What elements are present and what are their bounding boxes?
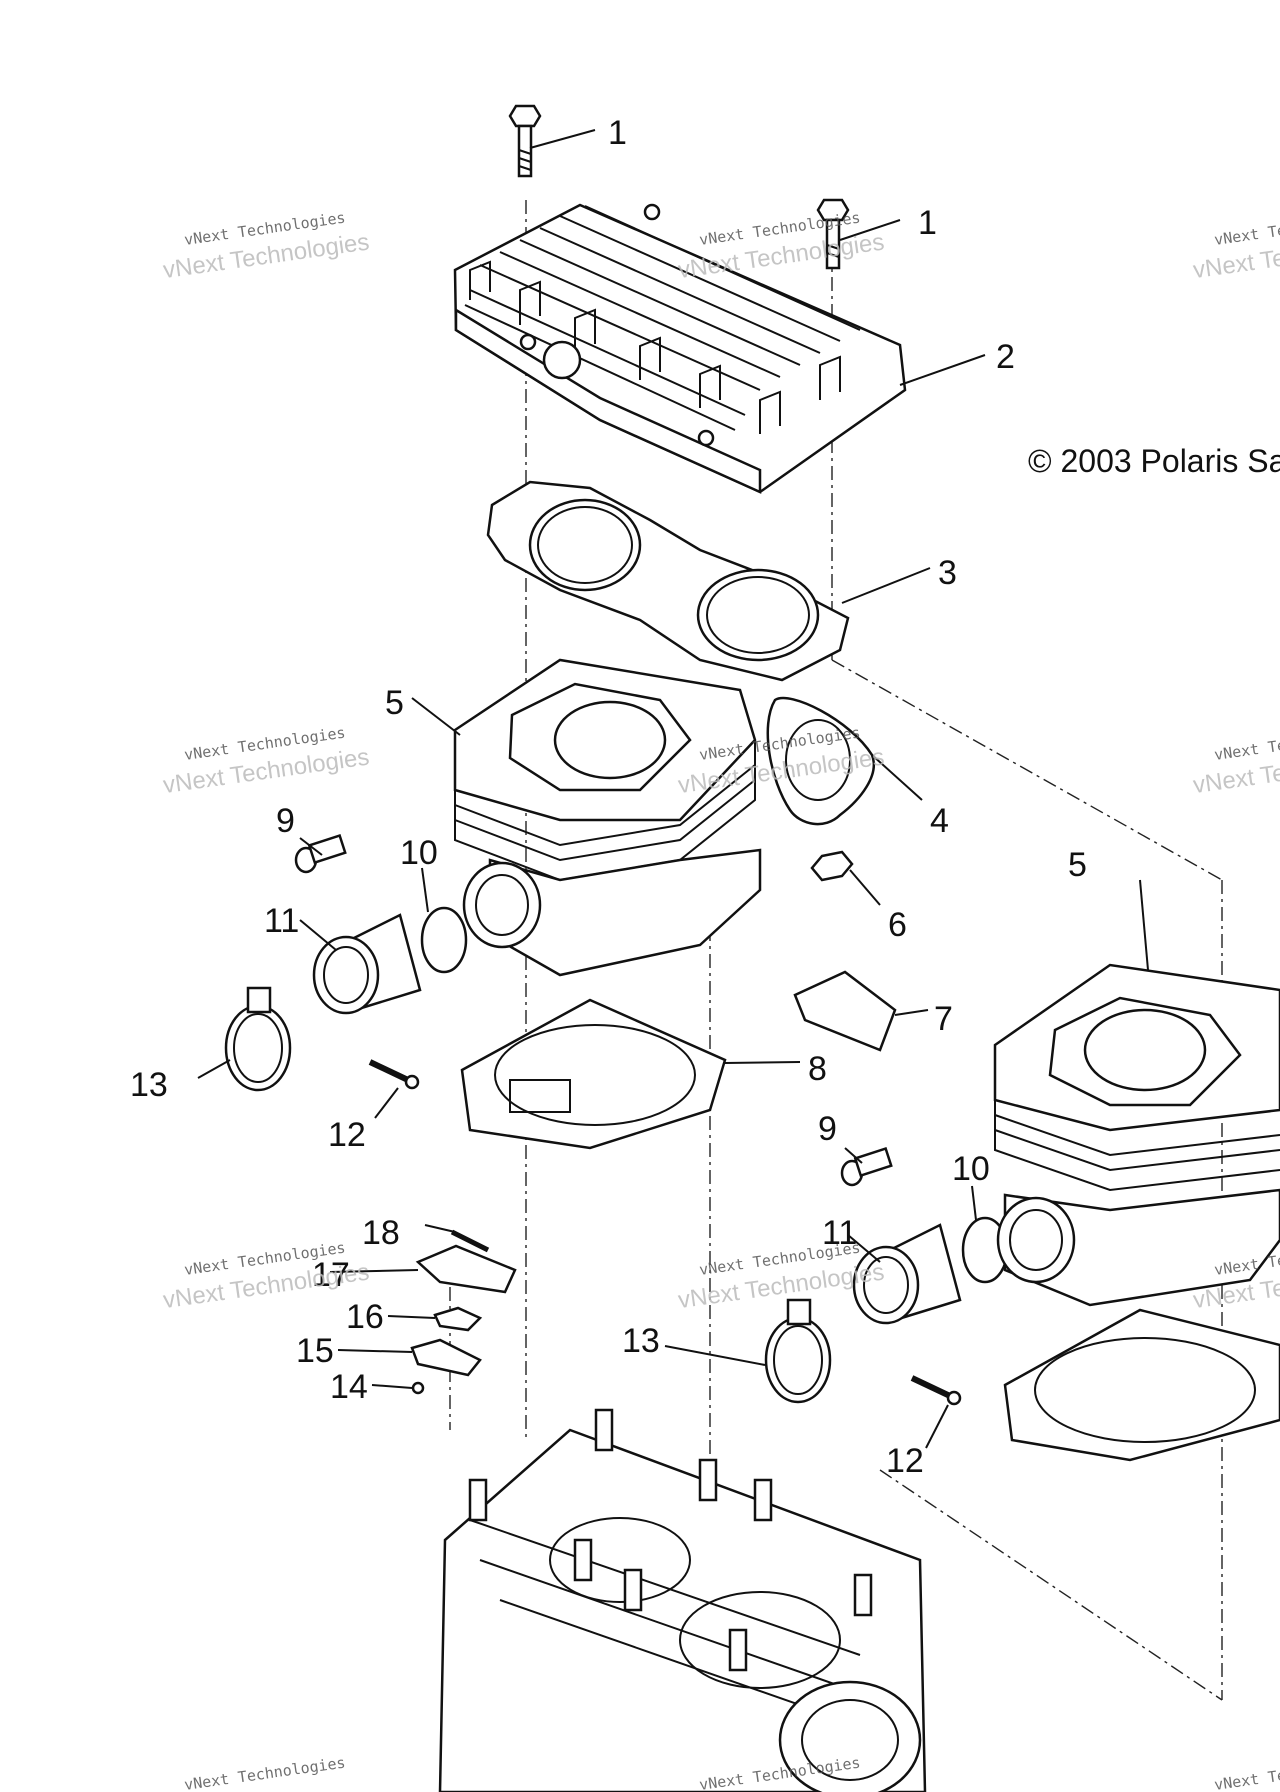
cylinder-head-part-2 <box>453 203 907 494</box>
callout-1a: 1 <box>608 114 627 152</box>
crankcase <box>438 1408 927 1792</box>
reed-valve-assembly <box>410 1229 517 1395</box>
base-gasket-part-8 <box>460 998 727 1150</box>
screw-part-9-left <box>294 833 347 874</box>
callout-2: 2 <box>996 338 1015 376</box>
callout-11b: 11 <box>822 1214 857 1252</box>
clamp-part-13-right <box>764 1298 832 1404</box>
callout-12b: 12 <box>886 1442 924 1480</box>
watermark-2: vNext Technologies vNext Technologies <box>676 209 885 285</box>
callout-17: 17 <box>312 1256 350 1294</box>
head-gasket-part-3 <box>486 480 850 682</box>
intake-adaptor-part-11-left <box>312 913 422 1015</box>
svg-text:vNext Technologies: vNext Technologies <box>1213 1754 1280 1792</box>
callout-12a: 12 <box>328 1116 366 1154</box>
cylinder-part-5-left <box>453 658 762 977</box>
callout-15: 15 <box>296 1332 334 1370</box>
screw-part-9-right <box>840 1146 893 1187</box>
callout-6: 6 <box>888 906 907 944</box>
bolt-part-12-left <box>368 1059 420 1090</box>
svg-text:vNext Technologies: vNext Technologies <box>183 1754 346 1792</box>
reed-petal-part-16 <box>433 1306 483 1332</box>
callout-4: 4 <box>930 802 949 840</box>
callout-7: 7 <box>934 1000 953 1038</box>
svg-text:vNext Technologies: vNext Technologies <box>1213 724 1280 764</box>
callout-5a: 5 <box>385 684 404 722</box>
copyright-text: © 2003 Polaris Sa <box>1028 443 1280 479</box>
watermark-1: vNext Technologies vNext Technologies <box>161 209 370 285</box>
callout-9a: 9 <box>276 802 295 840</box>
watermark-7: vNext Technologies vNext Technologies <box>161 1239 370 1315</box>
callout-labels: 1 1 2 3 4 5 5 6 7 8 9 9 10 10 11 11 12 1… <box>130 114 1087 1480</box>
block-part-7 <box>793 970 897 1052</box>
callout-18: 18 <box>362 1214 400 1252</box>
watermark-10: vNext Technologies <box>183 1754 346 1792</box>
screw-part-14 <box>411 1381 425 1395</box>
exhaust-gasket-part-4 <box>766 696 875 826</box>
cylinder-part-5-right <box>993 963 1280 1307</box>
watermark-4: vNext Technologies vNext Technologies <box>161 724 370 800</box>
callout-9b: 9 <box>818 1110 837 1148</box>
watermark-8: vNext Technologies vNext Technologies <box>676 1239 885 1315</box>
callout-5b: 5 <box>1068 846 1087 884</box>
callout-13a: 13 <box>130 1066 168 1104</box>
callout-10a: 10 <box>400 834 438 872</box>
callout-10b: 10 <box>952 1150 990 1188</box>
watermark-12: vNext Technologies <box>1213 1754 1280 1792</box>
nut-part-6 <box>810 850 854 882</box>
callout-11a: 11 <box>264 902 299 940</box>
base-gasket-right <box>1003 1308 1280 1462</box>
callout-3: 3 <box>938 554 957 592</box>
intake-adaptor-part-11-right <box>852 1223 962 1325</box>
bolt-part-12-right <box>910 1375 962 1406</box>
callout-1b: 1 <box>918 204 937 242</box>
callout-13b: 13 <box>622 1322 660 1360</box>
svg-text:vNext Technologies: vNext Technologies <box>1213 209 1280 249</box>
leader-lines <box>197 129 1149 1449</box>
watermark-6: vNext Technologies vNext Technologies <box>1191 724 1280 800</box>
callout-14: 14 <box>330 1368 368 1406</box>
o-ring-part-10-left <box>420 906 468 974</box>
watermark-3: vNext Technologies vNext Technologies <box>1191 209 1280 285</box>
reed-stop-part-18 <box>450 1229 490 1253</box>
clamp-part-13-left <box>224 986 292 1092</box>
bolt-part-1-left <box>508 104 542 178</box>
reed-cage-part-17 <box>415 1244 517 1294</box>
callout-16: 16 <box>346 1298 384 1336</box>
bolt-part-1-right <box>816 198 850 270</box>
reed-plate-part-15 <box>410 1338 482 1377</box>
callout-8: 8 <box>808 1050 827 1088</box>
